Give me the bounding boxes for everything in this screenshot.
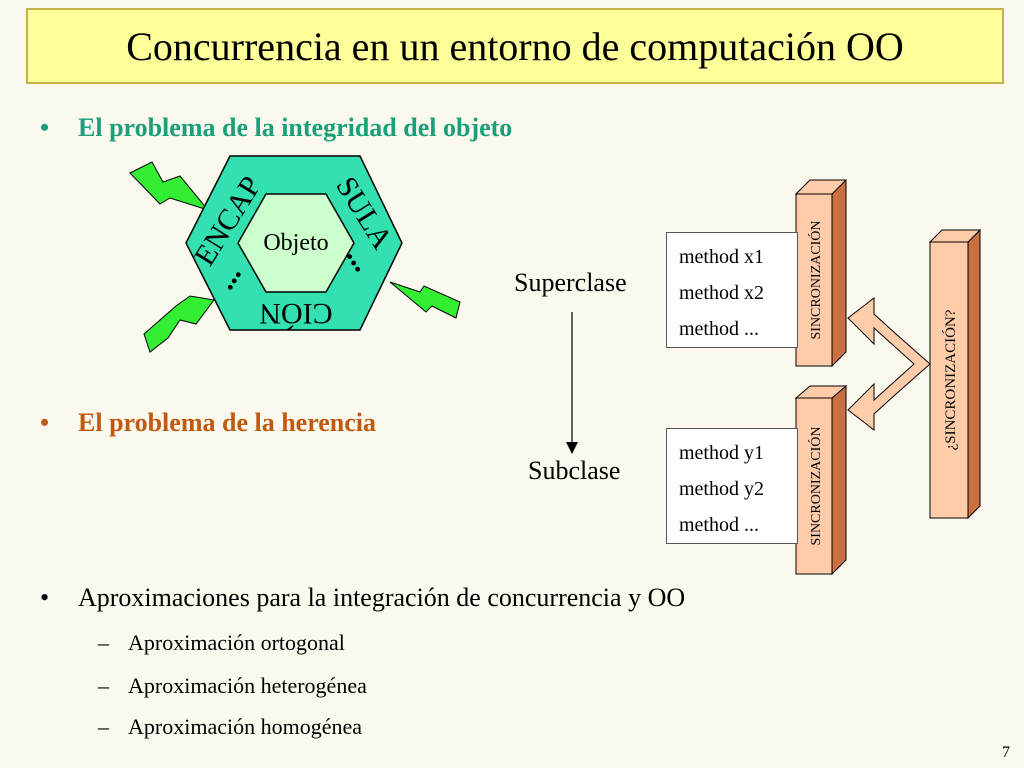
hexagon-text-cion: CIÓN: [259, 297, 332, 330]
bullet-marker: •: [40, 113, 50, 142]
sync-label-sub: SINCRONIZACIÓN: [807, 427, 824, 546]
question-pillar: [929, 241, 969, 519]
subclass-methods-box: method y1 method y2 method ...: [666, 428, 798, 544]
sync-pillar-side: [831, 384, 847, 576]
question-pillar-side: [967, 228, 981, 520]
lightning-bolt-icon: [143, 295, 215, 353]
question-sync-label: ¿SINCRONIZACIÓN?: [942, 309, 959, 450]
bullet-text: Aproximaciones para la integración de co…: [78, 583, 686, 612]
title-banner: Concurrencia en un entorno de computació…: [26, 8, 1004, 84]
method-item: method ...: [679, 514, 759, 536]
bullet-marker: •: [40, 583, 50, 612]
sync-pillar-sub: [795, 397, 833, 575]
lightning-bolt-icon: [389, 281, 461, 319]
page-number: 7: [1002, 744, 1010, 761]
sub-text: Aproximación heterogénea: [128, 673, 367, 698]
method-item: method x2: [679, 282, 764, 304]
sync-label-super: SINCRONIZACIÓN: [807, 221, 824, 340]
bullet-text: El problema de la integridad del objeto: [78, 113, 513, 142]
sub-text: Aproximación ortogonal: [128, 630, 345, 655]
method-item: method x1: [679, 246, 764, 268]
subclass-label: Subclase: [528, 456, 621, 485]
object-hexagon: [237, 193, 355, 293]
sub-text: Aproximación homogénea: [128, 714, 362, 739]
sync-pillar-super: [795, 193, 833, 367]
superclass-label: Superclase: [514, 268, 627, 297]
lightning-bolt-icon: [129, 161, 210, 211]
slide-title: Concurrencia en un entorno de computació…: [126, 23, 904, 69]
sub-marker: –: [98, 630, 109, 655]
object-label: Objeto: [263, 230, 328, 256]
sync-pillar-side: [831, 179, 847, 368]
method-item: method y1: [679, 442, 764, 464]
sub-marker: –: [98, 714, 109, 739]
method-item: method y2: [679, 478, 764, 500]
bullet-text: El problema de la herencia: [78, 408, 377, 437]
superclass-methods-box: method x1 method x2 method ...: [666, 232, 798, 348]
bent-double-arrow: [847, 296, 931, 432]
bullet-marker: •: [40, 408, 50, 437]
method-item: method ...: [679, 318, 759, 340]
sub-marker: –: [98, 673, 109, 698]
